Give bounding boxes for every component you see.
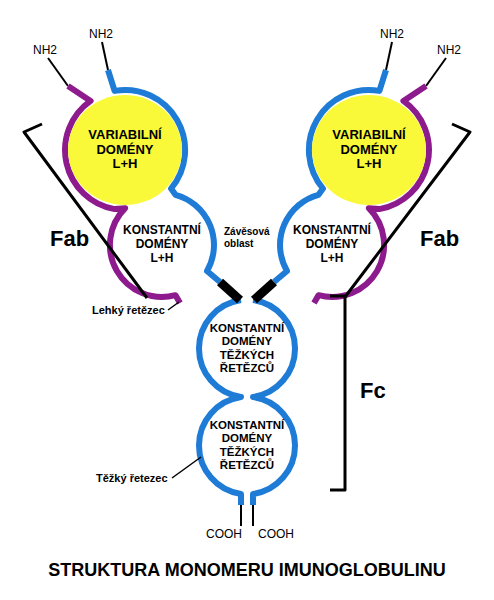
heavy-constant-domain: KONSTANTNÍ DOMÉNY TĚŽKÝCH ŘETĚZCŮ (205, 415, 289, 477)
leader-line (168, 302, 179, 310)
fragment-label: Fab (420, 226, 459, 251)
terminus-line (386, 42, 392, 70)
domain-text: VARIABILNÍ DOMÉNY L+H (88, 128, 161, 173)
terminus-line (426, 58, 446, 86)
chain-label: Lehký řetězec (92, 304, 165, 317)
terminus-label: NH2 (437, 44, 461, 58)
terminus-label: NH2 (89, 28, 113, 42)
variable-domain: VARIABILNÍ DOMÉNY L+H (312, 95, 426, 205)
terminus-line (240, 505, 242, 526)
hinge-region (220, 282, 240, 300)
leader-line (172, 457, 201, 478)
hinge-region (254, 282, 274, 300)
constant-domain: KONSTANTNÍ DOMÉNY L+H (112, 212, 212, 278)
terminus-label: NH2 (380, 28, 404, 42)
domain-text: KONSTANTNÍ DOMÉNY TĚŽKÝCH ŘETĚZCŮ (210, 322, 285, 375)
hinge-label: Závěsová oblast (224, 226, 270, 249)
fragment-label: Fab (50, 226, 89, 251)
chain-label: Těžký řetezec (96, 472, 168, 485)
heavy-constant-domain: KONSTANTNÍ DOMÉNY TĚŽKÝCH ŘETĚZCŮ (205, 318, 289, 380)
variable-domain: VARIABILNÍ DOMÉNY L+H (68, 95, 182, 205)
terminus-label: COOH (258, 528, 294, 542)
domain-text: KONSTANTNÍ DOMÉNY L+H (123, 224, 201, 265)
terminus-line (252, 505, 254, 526)
terminus-line (48, 58, 68, 86)
fragment-label: Fc (360, 378, 386, 403)
terminus-label: COOH (206, 528, 242, 542)
fc-bracket (330, 296, 345, 490)
terminus-line (102, 42, 108, 70)
constant-domain: KONSTANTNÍ DOMÉNY L+H (282, 212, 382, 278)
domain-text: KONSTANTNÍ DOMÉNY TĚŽKÝCH ŘETĚZCŮ (210, 419, 285, 472)
diagram-title: STRUKTURA MONOMERU IMUNOGLOBULINU (0, 560, 494, 581)
domain-text: KONSTANTNÍ DOMÉNY L+H (293, 224, 371, 265)
domain-text: VARIABILNÍ DOMÉNY L+H (332, 128, 405, 173)
terminus-label: NH2 (33, 44, 57, 58)
